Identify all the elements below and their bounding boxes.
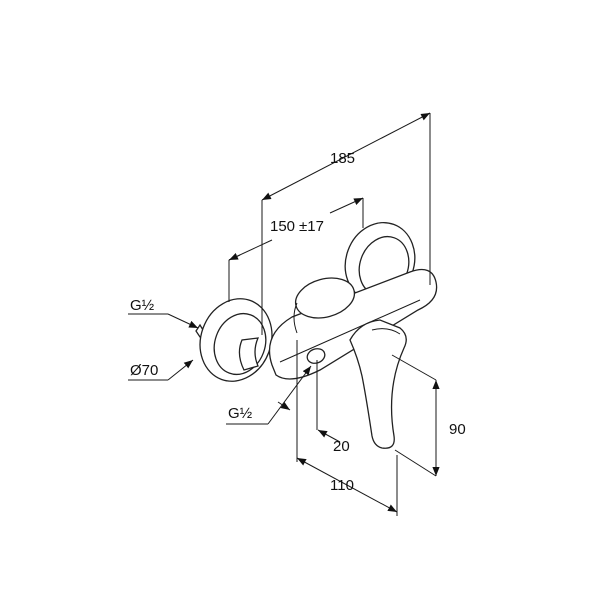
rosette-diameter-label: Ø70 xyxy=(130,362,158,379)
inlet-thread-callout: G½ xyxy=(128,297,199,329)
dimension-110: 110 xyxy=(296,455,398,516)
dimension-185: 185 xyxy=(261,112,431,335)
dimension-150: 150 ±17 xyxy=(228,197,364,302)
dimension-90: 90 xyxy=(391,354,466,477)
dimension-150-tolerance: ±17 xyxy=(299,218,324,235)
dimension-110-label: 110 xyxy=(330,477,354,494)
inlet-thread-label: G½ xyxy=(130,297,155,314)
dimension-150-label: 150 xyxy=(270,218,295,235)
rosette-diameter-callout: Ø70 xyxy=(128,359,194,381)
mixer-body xyxy=(268,268,438,380)
dimension-20-label: 20 xyxy=(333,438,350,455)
dimension-90-label: 90 xyxy=(449,421,466,438)
lever-handle xyxy=(349,319,407,449)
outlet-thread-callout: G½ xyxy=(226,365,312,425)
left-rosette xyxy=(195,298,273,382)
dimension-20: 20 xyxy=(277,340,350,462)
outlet-thread-label: G½ xyxy=(228,405,253,422)
dimension-185-label: 185 xyxy=(330,150,355,167)
